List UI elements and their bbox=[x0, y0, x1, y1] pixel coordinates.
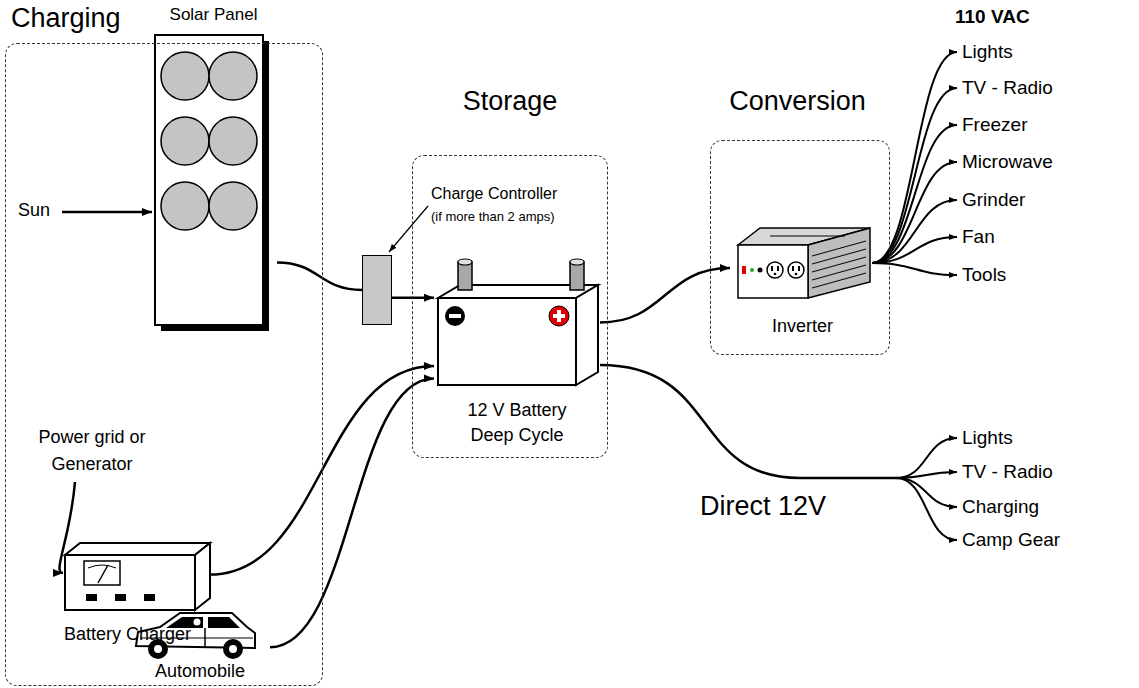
sun-arrow bbox=[62, 211, 152, 214]
region-heading: Conversion bbox=[705, 85, 890, 117]
region-storage: Storage 12 V Battery Deep Cycle bbox=[412, 85, 608, 458]
output-heading: 110 VAC bbox=[955, 6, 1030, 29]
callout-note: (if more than 2 amps) bbox=[431, 209, 555, 225]
ac-fanout bbox=[872, 52, 957, 275]
solar-panel bbox=[155, 35, 269, 331]
region-conversion: ConversionInverter bbox=[705, 85, 890, 355]
region-heading: Charging bbox=[11, 2, 121, 34]
input-label: Power grid or Generator bbox=[12, 424, 172, 478]
load-label: Tools bbox=[962, 264, 1006, 287]
load-label: Lights bbox=[962, 427, 1013, 450]
load-label: Freezer bbox=[962, 114, 1027, 137]
part-label: Inverter bbox=[730, 316, 875, 338]
load-label: Grinder bbox=[962, 189, 1025, 212]
region-charging: Charging Solar PanelBattery ChargerAutomo… bbox=[5, 5, 323, 686]
inverter-node: Inverter bbox=[730, 222, 875, 340]
callout-heading: Charge Controller bbox=[431, 184, 557, 203]
load-label: Camp Gear bbox=[962, 529, 1060, 552]
input-label: Sun bbox=[18, 200, 50, 222]
load-label: TV - Radio bbox=[962, 461, 1053, 484]
wire-connector bbox=[270, 378, 434, 647]
automobile-node: Automobile bbox=[130, 610, 270, 686]
dc-fanout bbox=[600, 365, 957, 540]
wire-connector bbox=[277, 262, 362, 290]
battery-node: 12 V Battery Deep Cycle bbox=[434, 248, 600, 455]
wire-connector bbox=[392, 296, 434, 299]
load-label: Charging bbox=[962, 496, 1039, 519]
load-label: TV - Radio bbox=[962, 77, 1053, 100]
load-label: Lights bbox=[962, 41, 1013, 64]
part-label: 12 V Battery Deep Cycle bbox=[455, 398, 579, 448]
load-label: Fan bbox=[962, 226, 995, 249]
charge-controller-box: Charge Controller(if more than 2 amps) bbox=[362, 255, 392, 325]
battery-charger-icon bbox=[65, 543, 210, 610]
leader-line bbox=[389, 206, 428, 252]
output-heading: Direct 12V bbox=[700, 490, 826, 522]
battery-charger-node: Battery Charger bbox=[45, 540, 210, 648]
load-label: Microwave bbox=[962, 151, 1053, 174]
region-heading: Storage bbox=[412, 85, 608, 117]
battery-icon bbox=[438, 259, 598, 385]
inverter-icon bbox=[738, 228, 870, 298]
part-label: Automobile bbox=[130, 661, 270, 683]
part-label: Battery Charger bbox=[45, 624, 210, 646]
region-border bbox=[5, 43, 323, 686]
solar-panel-node: Solar Panel bbox=[150, 5, 277, 335]
part-label: Solar Panel bbox=[150, 5, 277, 25]
